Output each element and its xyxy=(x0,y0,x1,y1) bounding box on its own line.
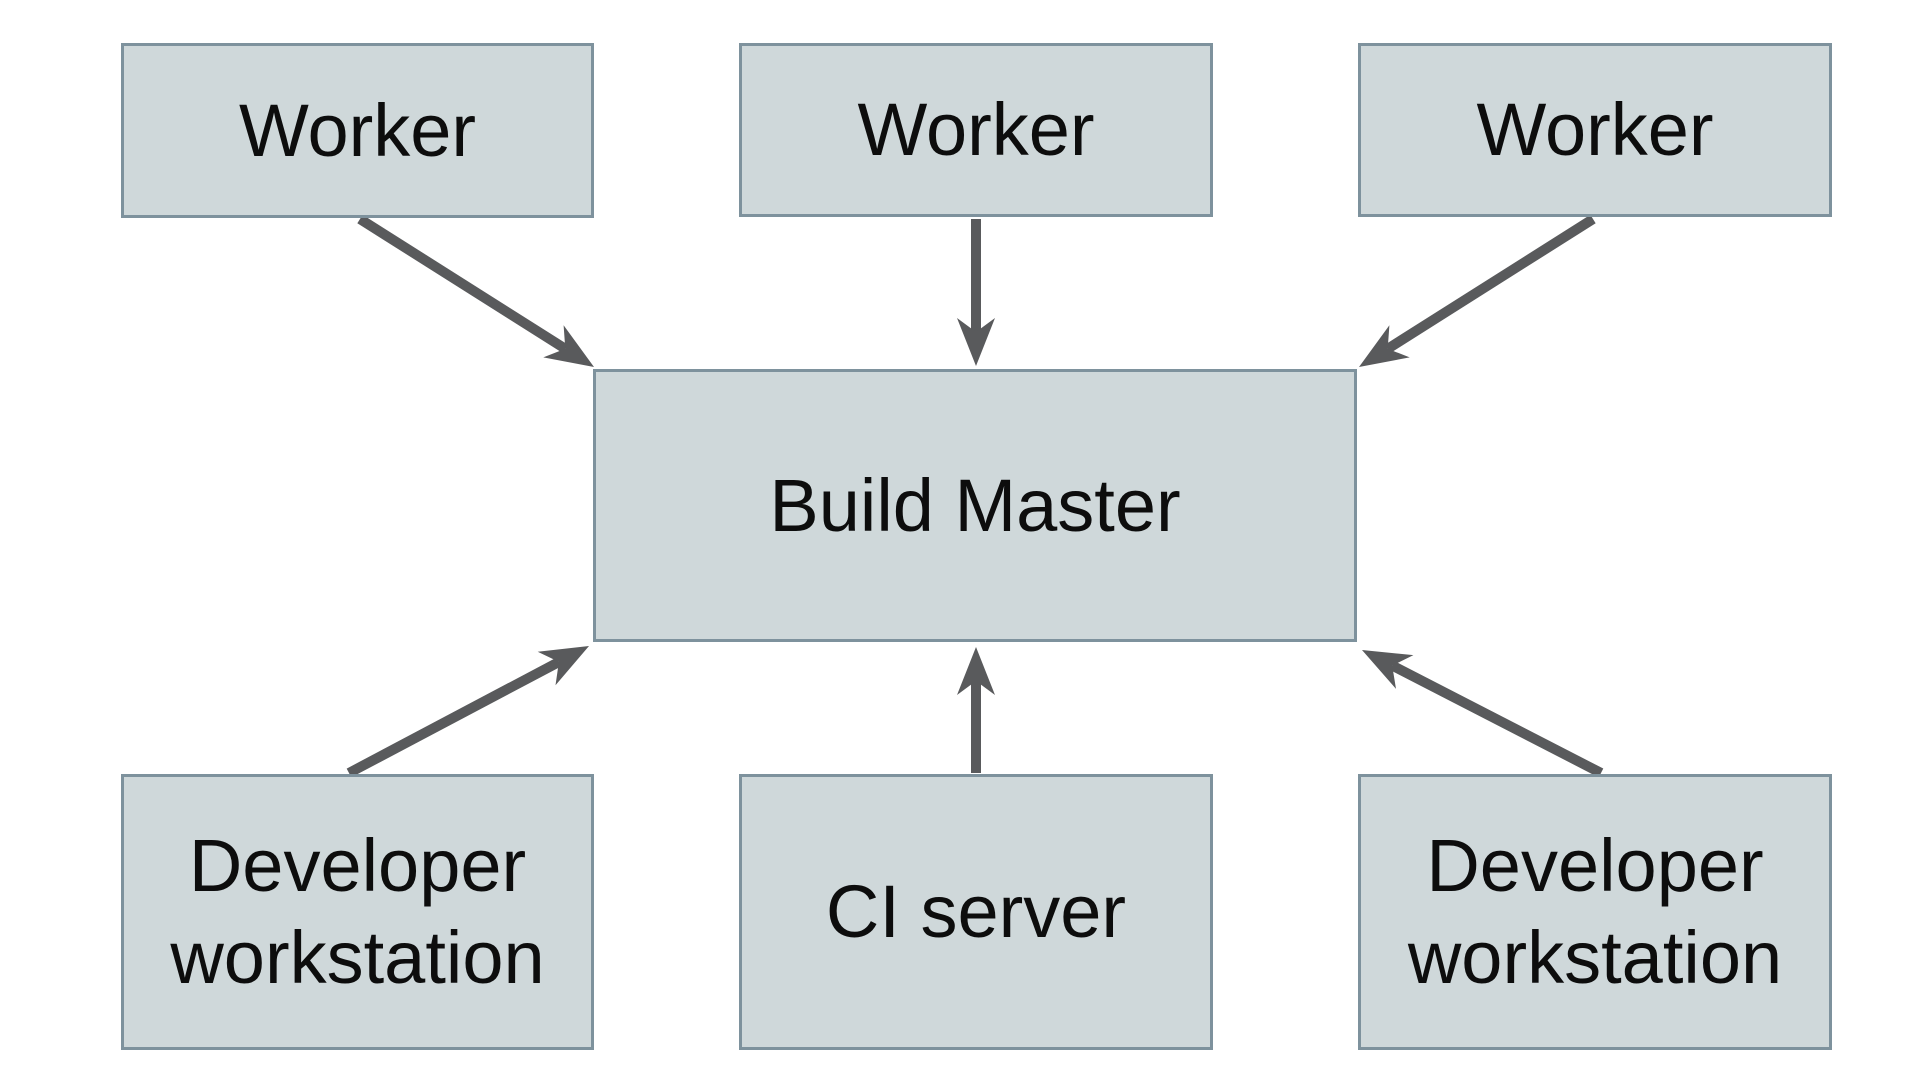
arrow-shaft-developer-workstation-2-to-build-master xyxy=(1389,661,1604,778)
arrow-head-developer-workstation-2-to-build-master xyxy=(1362,650,1414,689)
node-label: Worker xyxy=(238,88,477,172)
arrow-head-ci-server-to-build-master xyxy=(957,647,995,695)
node-developer-workstation-1: Developer workstation xyxy=(121,774,594,1050)
node-label: Worker xyxy=(857,88,1095,172)
node-worker-3: Worker xyxy=(1358,43,1832,217)
arrow-head-worker-3-to-build-master xyxy=(1359,325,1410,367)
arrow-shaft-worker-1-to-build-master xyxy=(357,214,568,354)
arrow-shaft-worker-3-to-build-master xyxy=(1385,214,1596,354)
node-worker-1: Worker xyxy=(121,43,594,218)
node-label: Developer workstation xyxy=(170,824,545,999)
node-worker-2: Worker xyxy=(739,43,1213,217)
node-label: Worker xyxy=(1476,88,1714,172)
node-build-master: Build Master xyxy=(593,369,1357,642)
node-label: Developer workstation xyxy=(1407,824,1783,999)
arrow-shaft-developer-workstation-1-to-build-master xyxy=(346,657,562,778)
arrow-head-developer-workstation-1-to-build-master xyxy=(537,646,589,686)
node-ci-server: CI server xyxy=(739,774,1213,1050)
arrow-head-worker-1-to-build-master xyxy=(543,325,594,367)
node-developer-workstation-2: Developer workstation xyxy=(1358,774,1832,1050)
node-label: CI server xyxy=(825,870,1127,954)
node-label: Build Master xyxy=(769,463,1181,547)
arrow-head-worker-2-to-build-master xyxy=(957,318,995,366)
